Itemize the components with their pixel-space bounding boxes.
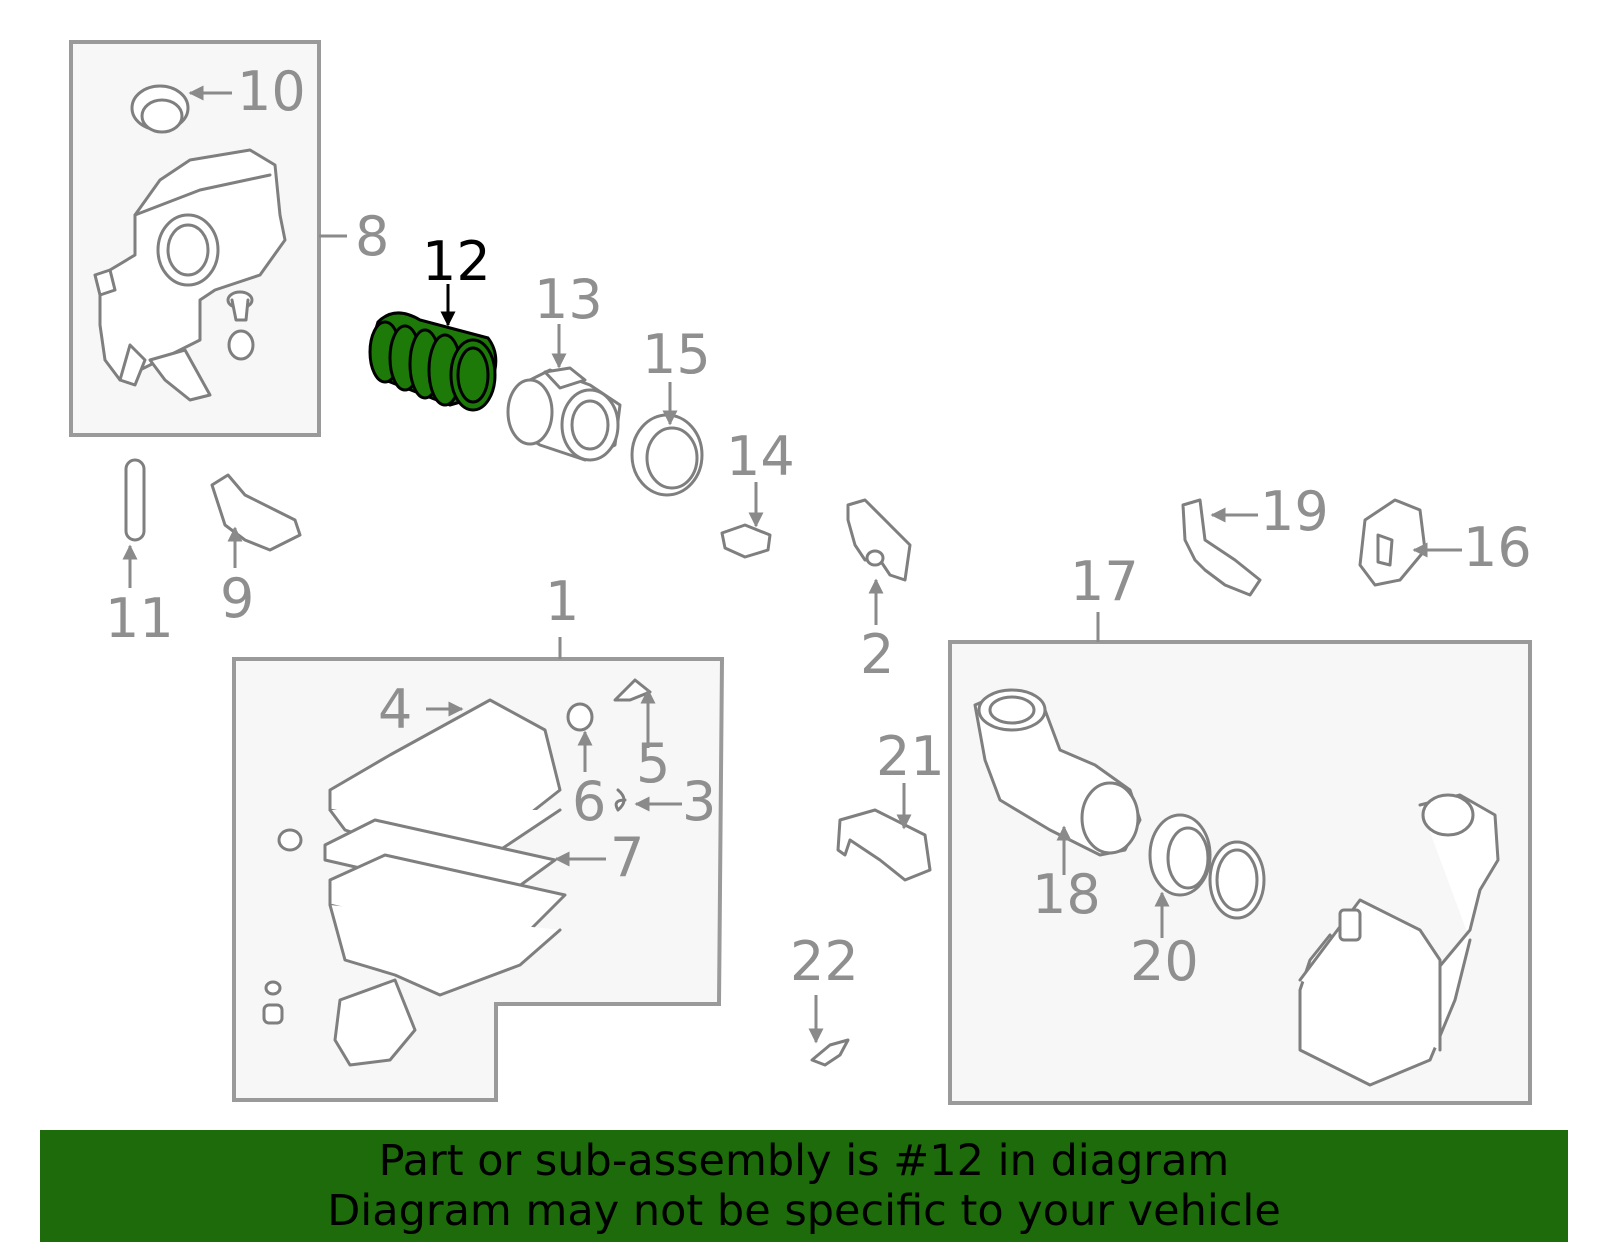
- duct-part-16: [1358, 498, 1427, 587]
- bracket-part-21: [836, 808, 932, 882]
- label-3: 3: [682, 770, 716, 833]
- label-7: 7: [610, 826, 644, 889]
- ring-part-15: [630, 413, 704, 497]
- resonator-assembly: [1298, 793, 1500, 1087]
- label-5: 5: [636, 732, 670, 795]
- label-16: 16: [1463, 516, 1532, 579]
- air-cleaner-assembly: [323, 698, 567, 1067]
- label-20: 20: [1130, 930, 1199, 993]
- highlighted-hose-part-12: [368, 311, 498, 412]
- clip-part-14: [720, 523, 772, 559]
- label-14: 14: [726, 425, 795, 488]
- label-15: 15: [642, 323, 711, 386]
- info-banner: Part or sub-assembly is #12 in diagram D…: [40, 1130, 1568, 1242]
- label-22: 22: [790, 930, 859, 993]
- label-4: 4: [378, 678, 412, 741]
- bracket-part-19: [1181, 498, 1262, 597]
- label-21: 21: [876, 725, 945, 788]
- label-8: 8: [355, 205, 389, 268]
- fastener-part-22: [810, 1038, 850, 1067]
- banner-line-1: Part or sub-assembly is #12 in diagram: [378, 1136, 1230, 1186]
- label-6: 6: [572, 770, 606, 833]
- label-13: 13: [534, 268, 603, 331]
- label-19: 19: [1260, 480, 1329, 543]
- label-2: 2: [860, 623, 894, 686]
- airflow-meter-part-13: [506, 366, 622, 462]
- label-17: 17: [1070, 550, 1139, 613]
- label-9: 9: [220, 567, 254, 630]
- air-cleaner-upper-case: [93, 148, 287, 402]
- label-11: 11: [105, 587, 174, 650]
- label-1: 1: [545, 570, 579, 633]
- part-11-shape: [124, 458, 146, 542]
- label-18: 18: [1032, 863, 1101, 926]
- rings-part-20: [1148, 813, 1266, 920]
- part-9-bracket: [210, 473, 302, 552]
- intake-duct-part-18: [973, 688, 1142, 857]
- bracket-part-2: [846, 498, 912, 582]
- label-12-highlighted: 12: [422, 230, 491, 293]
- label-10: 10: [237, 60, 306, 123]
- grommet-part-10: [130, 84, 190, 134]
- banner-line-2: Diagram may not be specific to your vehi…: [327, 1186, 1281, 1236]
- small-clips-box-8: [226, 290, 255, 361]
